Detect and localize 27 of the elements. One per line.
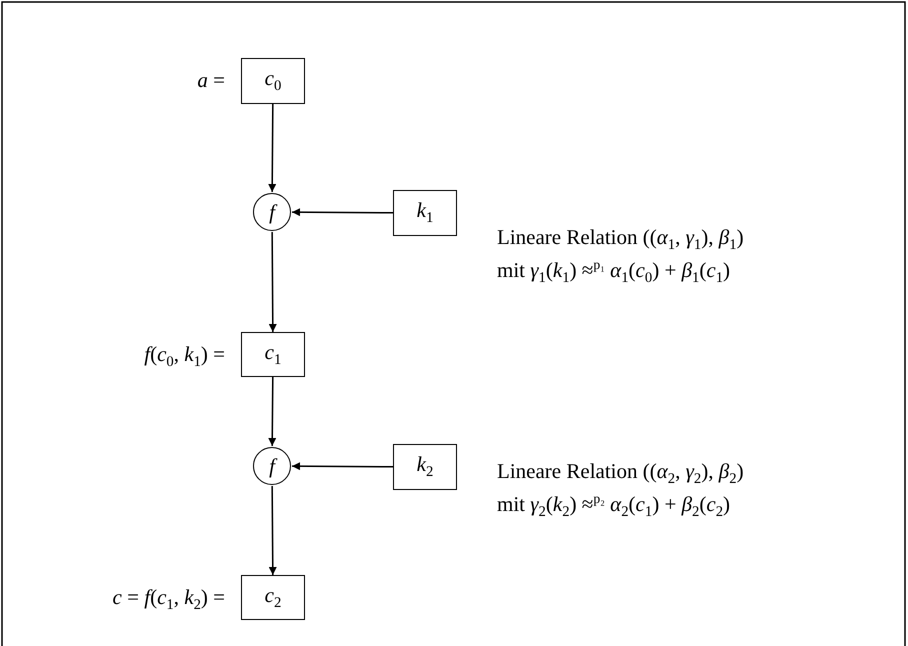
math-label: f bbox=[269, 454, 275, 478]
equation-label: f(c$_{0}$, k$_{1}$) = bbox=[144, 342, 225, 371]
math-label: f bbox=[269, 200, 275, 224]
arrow bbox=[268, 232, 277, 332]
arrow bbox=[268, 104, 276, 192]
function-circle bbox=[253, 447, 291, 485]
function-circle bbox=[253, 193, 291, 231]
value-box bbox=[241, 58, 305, 104]
relation-text: Lineare Relation ((α$_{2}$, γ$_{2}$), β$_{2}$) bbox=[497, 459, 744, 488]
arrow bbox=[268, 377, 276, 446]
equation-label: c = f(c$_{1}$, k$_{2}$) = bbox=[112, 584, 225, 614]
equation-label: a = bbox=[197, 68, 225, 93]
relation-text: mit γ$_{1}$(k$_{1}$) ≈$^{p₁}$ α$_{1}$(c$_{0}$) + β$_{1}$(c$_{1}$) bbox=[497, 257, 730, 288]
value-box bbox=[393, 444, 457, 490]
arrow bbox=[292, 208, 393, 216]
value-box bbox=[241, 575, 305, 620]
math-label: k$_{2}$ bbox=[416, 452, 434, 482]
math-label: k$_{1}$ bbox=[416, 198, 434, 228]
arrow bbox=[292, 462, 393, 470]
arrow bbox=[268, 486, 277, 575]
math-label: c$_{1}$ bbox=[264, 340, 282, 370]
math-label: c$_{2}$ bbox=[264, 582, 282, 612]
relation-text: mit γ$_{2}$(k$_{2}$) ≈$^{p₂}$ α$_{2}$(c$_{1}$) + β$_{2}$(c$_{2}$) bbox=[497, 491, 730, 522]
value-box bbox=[241, 332, 305, 377]
relation-text: Lineare Relation ((α$_{1}$, γ$_{1}$), β$_{1}$) bbox=[497, 225, 744, 254]
math-label: c$_{0}$ bbox=[264, 66, 282, 96]
value-box bbox=[393, 190, 457, 236]
